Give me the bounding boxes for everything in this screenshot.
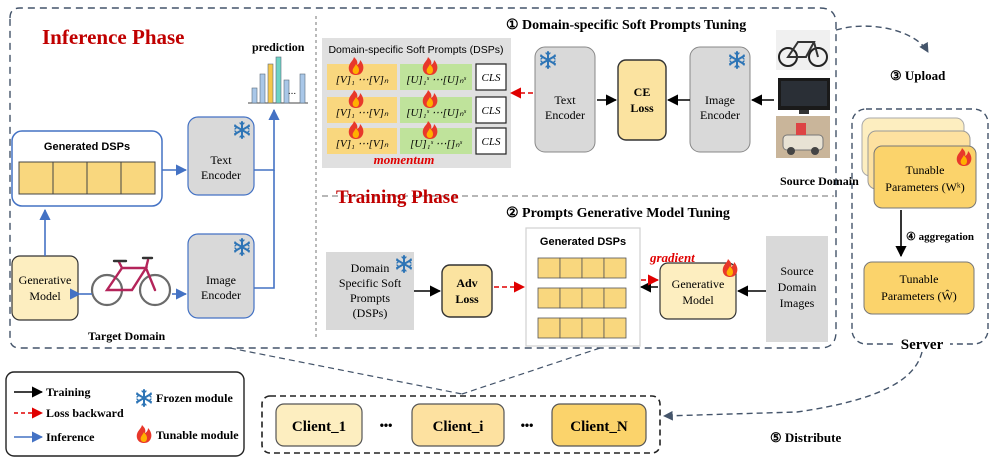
legend-box <box>5 371 245 457</box>
inference-text-encoder <box>187 116 255 196</box>
legend-inference-label: Inference <box>46 430 95 444</box>
client-i <box>411 403 505 447</box>
source-image-bicycle <box>776 30 830 70</box>
inference-text-encoder-line2: Encoder <box>201 168 241 182</box>
dsp-row1-prompts: [V]₁ ⋯[V]ₙ <box>336 74 389 86</box>
ce-loss-line2: Loss <box>630 101 654 115</box>
inference-generative-model <box>11 255 79 321</box>
inference-arrows <box>39 108 280 300</box>
momentum-label: momentum <box>374 152 435 167</box>
target-bicycle-image <box>90 256 172 307</box>
dsp-source-box <box>326 252 414 330</box>
source-domain-images-box <box>766 236 828 342</box>
prediction-ellipsis: ... <box>288 86 296 97</box>
stage1-text-encoder-line1: Text <box>554 93 576 107</box>
gradient-label: gradient <box>649 250 695 265</box>
collect-line-right <box>461 347 601 395</box>
ce-loss-line1: CE <box>634 85 651 99</box>
prediction-label: prediction <box>252 40 305 54</box>
source-domain-label: Source Domain <box>780 174 859 188</box>
source-images-line3: Images <box>780 296 815 310</box>
generated-dsps-strip <box>18 161 156 195</box>
stage1-image-encoder-line2: Encoder <box>700 108 740 122</box>
dsp-source-line4: (DSPs) <box>353 306 388 320</box>
stage2-title: ② Prompts Generative Model Tuning <box>506 206 730 221</box>
dsp-row2-prompts: [V]₁ ⋯[V]ₙ <box>336 107 389 119</box>
training-generative-model <box>659 262 737 320</box>
inference-image-encoder-line1: Image <box>206 273 236 287</box>
dsp-row3-shared: [U]₁ˢ ⋯[]ₙˢ <box>410 138 462 150</box>
client-1 <box>275 403 363 447</box>
tunable-hat-line1: Tunable <box>900 272 939 286</box>
server-label-bg <box>894 334 950 352</box>
server-label: Server <box>901 337 944 353</box>
dsp-row1-shared: [U]₁ˢ ⋯[U]ₙˢ <box>406 74 466 86</box>
distribute-arrow <box>663 351 923 421</box>
inference-image-encoder <box>187 233 255 319</box>
target-domain-label: Target Domain <box>88 329 166 343</box>
training-generative-line2: Model <box>682 293 714 307</box>
tunable-params-hat <box>863 261 975 315</box>
generated-dsps-grid <box>537 257 627 339</box>
tunable-params-k <box>873 145 977 209</box>
aggregation-label: ④ aggregation <box>906 231 974 243</box>
stage1-arrows <box>509 87 774 106</box>
inference-image-encoder-line2: Encoder <box>201 288 241 302</box>
dsp-source-line2: Specific Soft <box>339 276 402 290</box>
legend-frozen-label: Frozen module <box>156 391 233 405</box>
inference-phase-title: Inference Phase <box>42 25 185 49</box>
legend-tunable-label: Tunable module <box>156 428 239 442</box>
client-1-label: Client_1 <box>292 419 346 435</box>
dsp-source-line1: Domain <box>351 261 390 275</box>
legend-training-label: Training <box>46 385 90 399</box>
dsp-row3-prompts: [V]₁ ⋯[V]ₙ <box>336 138 389 150</box>
clients-dots-1: ••• <box>380 418 393 432</box>
stage1-text-encoder <box>534 46 596 153</box>
inference-generative-line1: Generative <box>19 273 72 287</box>
source-images-line1: Source <box>780 264 813 278</box>
generated-dsps-training-label: Generated DSPs <box>540 236 626 248</box>
client-n <box>551 403 647 447</box>
adv-loss-line2: Loss <box>455 292 479 306</box>
source-image-toy-car <box>776 116 830 158</box>
dsp-row2-shared: [U]₁ˢ ⋯[U]ₙˢ <box>406 107 466 119</box>
distribute-label: ⑤ Distribute <box>770 430 841 445</box>
tunable-hat-line2: Parameters (Ŵ) <box>881 289 957 303</box>
dsp-source-line3: Prompts <box>350 291 390 305</box>
upload-label: ③ Upload <box>890 68 946 83</box>
inference-region-border <box>9 7 837 349</box>
adv-loss-line1: Adv <box>456 276 477 290</box>
cls-token-1: CLS <box>482 72 501 84</box>
source-images-line2: Domain <box>778 280 817 294</box>
upload-arrow <box>835 25 929 53</box>
client-i-label: Client_i <box>433 419 484 435</box>
prediction-bar-chart <box>248 56 308 104</box>
inference-text-encoder-line1: Text <box>210 153 232 167</box>
training-generative-line1: Generative <box>672 277 725 291</box>
fire-icon <box>722 259 738 277</box>
tunable-k-line2: Parameters (Wᵏ) <box>885 180 964 194</box>
cls-token-2: CLS <box>482 105 501 117</box>
legend-loss-label: Loss backward <box>46 406 124 420</box>
cls-token-3: CLS <box>482 136 501 148</box>
training-arrows <box>414 274 766 297</box>
inference-generative-line2: Model <box>29 289 61 303</box>
collect-line-left <box>229 347 463 395</box>
clients-dots-2: ••• <box>521 418 534 432</box>
adv-loss-box <box>441 264 493 318</box>
stage1-title: ① Domain-specific Soft Prompts Tuning <box>506 18 746 33</box>
training-phase-title: Training Phase <box>336 187 459 208</box>
ce-loss-box <box>617 59 667 141</box>
tunable-k-line1: Tunable <box>906 163 945 177</box>
dsp-panel-title: Domain-specific Soft Prompts (DSPs) <box>328 44 503 56</box>
stage1-image-encoder-line1: Image <box>705 93 735 107</box>
source-image-tv <box>778 78 830 114</box>
generated-dsps-label: Generated DSPs <box>44 141 130 153</box>
stage1-text-encoder-line2: Encoder <box>545 108 585 122</box>
clients-container <box>261 395 661 454</box>
client-n-label: Client_N <box>570 419 628 435</box>
